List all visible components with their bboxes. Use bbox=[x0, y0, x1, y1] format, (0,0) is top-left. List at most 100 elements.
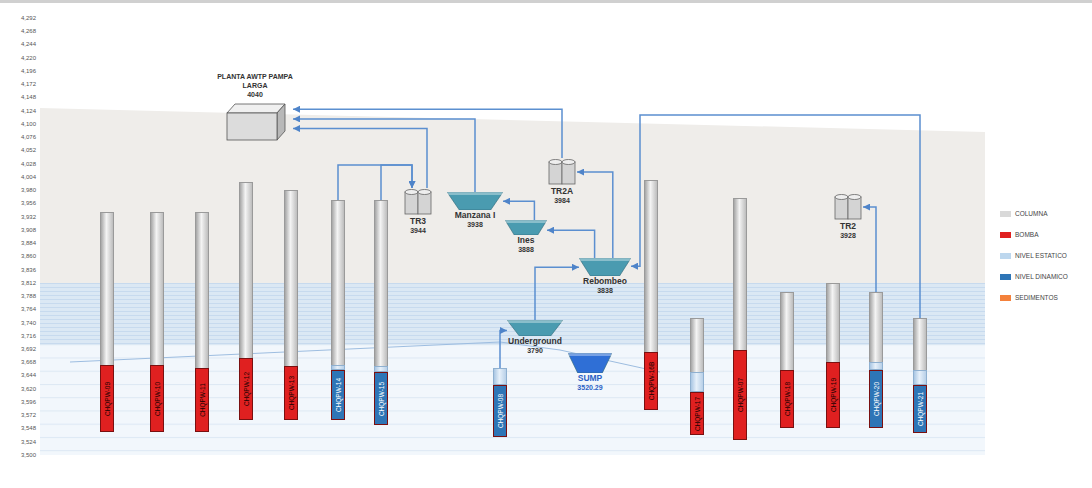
axis-value: 3,932 bbox=[2, 213, 36, 221]
axis-value: 3,860 bbox=[2, 252, 36, 260]
pump-station: Ines3888 bbox=[505, 220, 547, 254]
pump-symbol bbox=[568, 353, 612, 373]
axis-value: 3,548 bbox=[2, 424, 36, 432]
column-tube bbox=[733, 198, 747, 440]
flow-arrow bbox=[631, 115, 920, 318]
well-column: CHQPW-16B bbox=[644, 180, 658, 410]
column-tube bbox=[826, 283, 840, 428]
legend-swatch bbox=[1000, 211, 1011, 217]
well-name: CHQPW-07 bbox=[737, 378, 744, 412]
well-column: CHQPW-19 bbox=[826, 283, 840, 428]
water-column bbox=[913, 370, 927, 385]
well-name: CHQPW-17 bbox=[694, 396, 701, 430]
pump-segment: CHQPW-10 bbox=[150, 365, 164, 432]
pump-segment: CHQPW-20 bbox=[869, 370, 883, 428]
tank-icon: TR23928 bbox=[833, 193, 863, 240]
water-column bbox=[690, 372, 704, 392]
axis-value: 4,292 bbox=[2, 14, 36, 22]
legend-item: NIVEL ESTATICO bbox=[1000, 252, 1067, 259]
pump-symbol bbox=[507, 320, 563, 336]
axis-value: 3,740 bbox=[2, 319, 36, 327]
well-name: CHQPW-19 bbox=[830, 378, 837, 412]
axis-value: 4,172 bbox=[2, 80, 36, 88]
axis-value: 3,596 bbox=[2, 398, 36, 406]
pump-segment: CHQPW-12 bbox=[239, 358, 253, 420]
column-tube bbox=[284, 190, 298, 420]
column-tube bbox=[644, 180, 658, 410]
column-tube bbox=[331, 200, 345, 420]
flow-arrow bbox=[293, 109, 562, 158]
axis-value: 3,620 bbox=[2, 385, 36, 393]
axis-value: 3,644 bbox=[2, 371, 36, 379]
legend-swatch bbox=[1000, 253, 1011, 259]
axis-value: 4,148 bbox=[2, 93, 36, 101]
pump-segment: CHQPW-14 bbox=[331, 370, 345, 420]
well-column: CHQPW-20 bbox=[869, 292, 883, 428]
axis-value: 3,788 bbox=[2, 292, 36, 300]
axis-value: 3,500 bbox=[2, 451, 36, 459]
pump-station: Manzana I3938 bbox=[447, 192, 503, 229]
node-name: TR2A bbox=[551, 186, 573, 196]
node-name: Rebombeo bbox=[583, 276, 627, 286]
well-name: CHQPW-11 bbox=[199, 383, 206, 417]
water-column bbox=[374, 366, 388, 372]
axis-value: 4,268 bbox=[2, 27, 36, 35]
legend-item: NIVEL DINAMICO bbox=[1000, 273, 1068, 280]
well-name: CHQPW-15 bbox=[378, 381, 385, 415]
axis-value: 3,572 bbox=[2, 411, 36, 419]
axis-value: 3,812 bbox=[2, 279, 36, 287]
pump-symbol bbox=[447, 192, 503, 210]
well-column: CHQPW-10 bbox=[150, 212, 164, 432]
pump-segment: CHQPW-19 bbox=[826, 362, 840, 428]
well-name: CHQPW-20 bbox=[873, 382, 880, 416]
legend-text: NIVEL DINAMICO bbox=[1015, 273, 1068, 280]
ground-zone bbox=[40, 108, 985, 362]
axis-value: 3,956 bbox=[2, 199, 36, 207]
well-column: CHQPW-17 bbox=[690, 318, 704, 435]
axis-value: 3,884 bbox=[2, 239, 36, 247]
legend-text: SEDIMENTOS bbox=[1015, 294, 1058, 301]
well-column: CHQPW-12 bbox=[239, 182, 253, 420]
pump-segment: CHQPW-07 bbox=[733, 350, 747, 440]
pump-segment: CHQPW-18 bbox=[780, 370, 794, 428]
axis-value: 3,980 bbox=[2, 186, 36, 194]
tank-symbol bbox=[403, 188, 433, 216]
elevation-value: 3888 bbox=[518, 245, 534, 254]
column-tube bbox=[100, 212, 114, 432]
node-name: TR2 bbox=[840, 221, 856, 231]
top-bar bbox=[0, 0, 1092, 3]
flow-arrow bbox=[503, 201, 534, 220]
pump-segment: CHQPW-11 bbox=[195, 368, 209, 432]
column-tube bbox=[493, 368, 507, 437]
axis-value: 4,052 bbox=[2, 146, 36, 154]
axis-value: 4,004 bbox=[2, 173, 36, 181]
column-tube bbox=[869, 292, 883, 428]
pump-station: SUMP3520.29 bbox=[568, 353, 612, 392]
node-name: PLANTA AWTP PAMPA LARGA bbox=[217, 72, 293, 90]
tank-symbol bbox=[833, 193, 863, 221]
water-column bbox=[869, 362, 883, 370]
legend-swatch bbox=[1000, 232, 1011, 238]
elevation-value: 3944 bbox=[410, 226, 426, 235]
legend-item: BOMBA bbox=[1000, 231, 1038, 238]
static-level-band bbox=[40, 283, 985, 345]
column-tube bbox=[374, 200, 388, 425]
node-name: TR3 bbox=[410, 216, 426, 226]
well-column: CHQPW-14 bbox=[331, 200, 345, 420]
flow-arrow bbox=[577, 172, 613, 258]
pump-segment: CHQPW-13 bbox=[284, 366, 298, 420]
well-column: CHQPW-15 bbox=[374, 200, 388, 425]
pump-segment: CHQPW-21 bbox=[913, 385, 927, 433]
node-name: SUMP bbox=[578, 373, 603, 383]
axis-value: 3,836 bbox=[2, 266, 36, 274]
axis-value: 4,244 bbox=[2, 40, 36, 48]
dynamic-level-line bbox=[70, 342, 660, 372]
axis-value: 4,196 bbox=[2, 67, 36, 75]
column-tube bbox=[690, 318, 704, 435]
well-column: CHQPW-09 bbox=[100, 212, 114, 432]
pump-segment: CHQPW-17 bbox=[690, 392, 704, 435]
tank-icon: TR33944 bbox=[403, 188, 433, 235]
pump-segment: CHQPW-15 bbox=[374, 372, 388, 425]
legend-item: SEDIMENTOS bbox=[1000, 294, 1058, 301]
